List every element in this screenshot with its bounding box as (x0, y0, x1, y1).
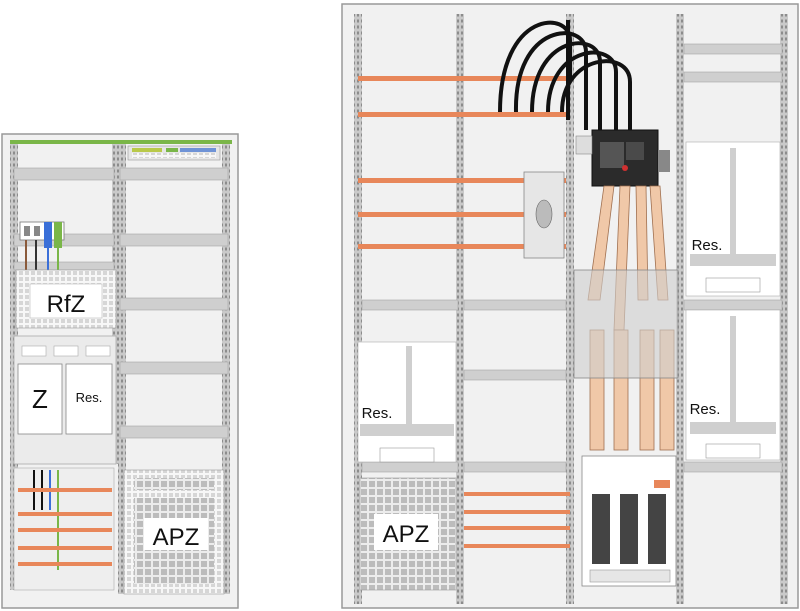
rail (676, 14, 684, 604)
cable-bracket (523, 171, 565, 259)
apz-panel-left: APZ (123, 469, 225, 595)
res-label: Res. (76, 390, 103, 405)
main-breaker (575, 129, 670, 187)
din-rails (13, 167, 229, 439)
busbars-upper (358, 76, 566, 249)
apz-label-right: APZ (383, 521, 430, 548)
rail (354, 14, 362, 604)
busbar-section-left (13, 467, 115, 591)
busbar (18, 488, 112, 492)
res-label-left: Res. (362, 405, 393, 422)
res-label-right: Res. (690, 401, 721, 418)
ground-rail (10, 140, 232, 144)
rail (780, 14, 788, 604)
rfz-panel: RfZ (15, 269, 117, 329)
z-label: Z (32, 384, 48, 414)
left-cabinet: RfZ Z Res. (1, 133, 239, 609)
supply-cables (498, 20, 632, 130)
load-switch (581, 455, 677, 587)
terminal-block-top (127, 145, 221, 161)
meter-z-box (17, 363, 63, 435)
res-module-left: Res. (357, 341, 457, 463)
busbar (18, 528, 112, 532)
busbar (18, 512, 112, 516)
rail (566, 14, 574, 604)
res-module-right: Res. (685, 309, 781, 461)
meter-panel: Z Res. (13, 335, 117, 465)
busbar (18, 546, 112, 550)
rail (456, 14, 464, 604)
din-rails-right (361, 43, 783, 473)
rfz-label: RfZ (47, 291, 86, 318)
mounting-plate (573, 269, 679, 379)
busbar (18, 562, 112, 566)
res-module-top-right: Res. (685, 141, 781, 297)
apz-panel-right: APZ (359, 477, 457, 591)
busbars-lower (464, 492, 570, 548)
right-cabinet: Res. Res. Res. APZ (341, 3, 799, 609)
res-label-top: Res. (692, 237, 723, 254)
apz-label-left: APZ (153, 524, 200, 551)
main-switch (19, 221, 65, 272)
meter-res-box (65, 363, 113, 435)
